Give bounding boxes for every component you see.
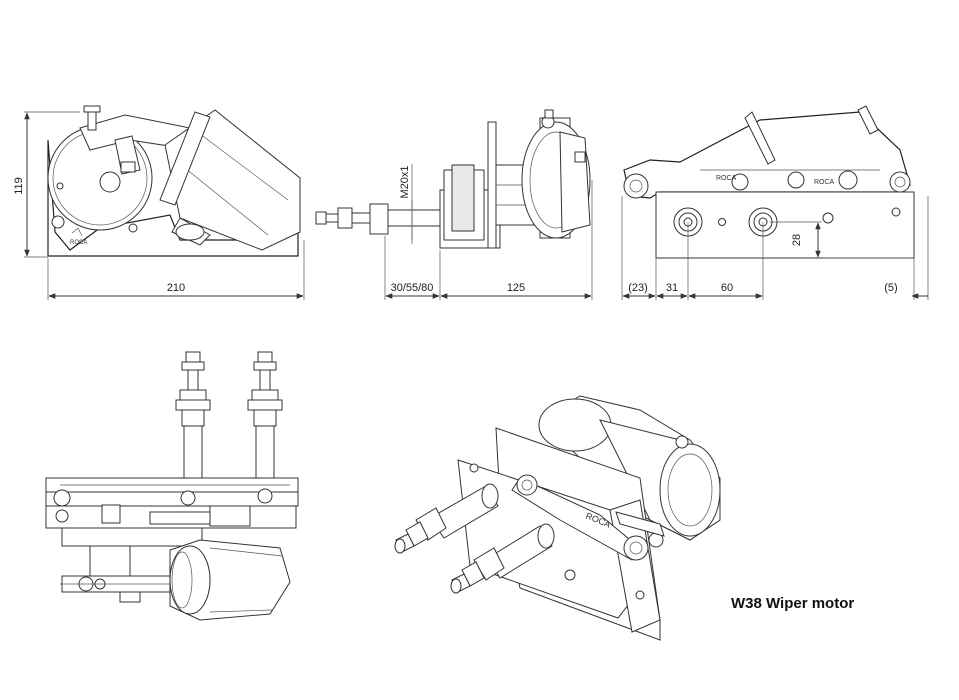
- dimension-width: 210: [47, 240, 305, 300]
- dimension-spindle-offset-label: 31: [666, 282, 678, 294]
- dimension-height: 119: [13, 111, 80, 258]
- dimension-offset-right-label: (5): [884, 282, 897, 294]
- brand-logo: ROCA: [70, 240, 87, 246]
- iso-spindle-upper: [394, 483, 499, 554]
- dimension-width-label: 210: [167, 282, 185, 294]
- dimension-height-label: 119: [13, 177, 25, 195]
- dimension-offset-left-label: (23): [628, 282, 648, 294]
- dimension-depth: 30/55/80 125: [384, 180, 593, 300]
- iso-spindle-lower: [450, 523, 555, 594]
- caption: W38 Wiper motor: [731, 595, 854, 612]
- top-view: [45, 351, 299, 621]
- dimension-spindle-height-label: 28: [791, 234, 803, 246]
- dimension-spindle-spacing-label: 60: [721, 282, 733, 294]
- dimension-thread: M20x1: [399, 164, 413, 244]
- side-view: [315, 109, 591, 249]
- dimension-depth-label: 125: [507, 282, 525, 294]
- rear-brand-mark-2: ROCA: [814, 179, 835, 186]
- top-spindle-right: [247, 351, 283, 479]
- dimension-shaft-length-label: 30/55/80: [391, 282, 434, 294]
- isometric-view: ROCA: [394, 395, 721, 641]
- rear-brand-mark: ROCA: [716, 175, 737, 182]
- front-view: ROCA: [47, 105, 301, 257]
- rear-view: ROCA ROCA: [623, 105, 915, 300]
- dimension-rear: (23) 31 60 (5) 28: [621, 196, 929, 300]
- dimension-thread-label: M20x1: [399, 165, 411, 198]
- top-spindle-left: [175, 351, 211, 479]
